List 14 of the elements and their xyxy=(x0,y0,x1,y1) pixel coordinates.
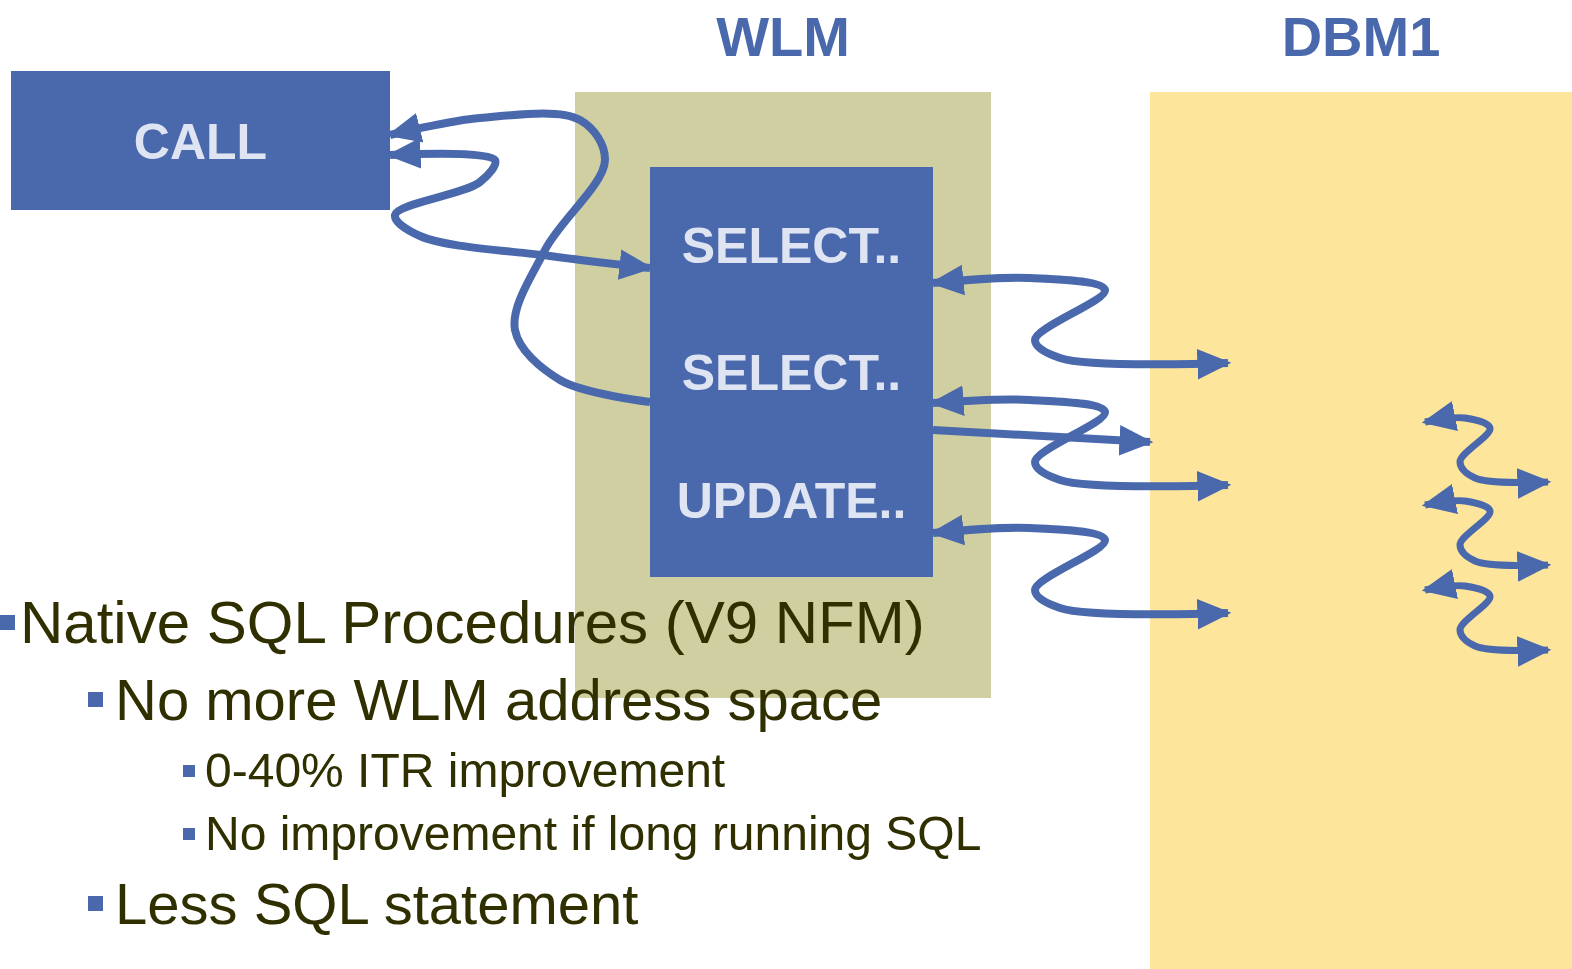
bullet-text: 0-40% ITR improvement xyxy=(205,743,726,798)
region-heading: DBM1 xyxy=(1280,4,1442,69)
bullet-text: No improvement if long running SQL xyxy=(205,806,982,861)
statement-label: SELECT.. xyxy=(680,344,903,402)
arrow xyxy=(932,425,1154,456)
bullet-text: Less SQL statement xyxy=(115,870,639,937)
bullet-text: Native SQL Procedures (V9 NFM) xyxy=(20,588,925,657)
bullet-text: No more WLM address space xyxy=(115,666,883,733)
statement-label: SELECT.. xyxy=(680,217,903,275)
call-box xyxy=(11,71,390,210)
statement-label: UPDATE.. xyxy=(675,472,908,530)
statement-box xyxy=(650,167,933,577)
box-label: CALL xyxy=(132,113,269,171)
region-heading: WLM xyxy=(715,4,851,69)
